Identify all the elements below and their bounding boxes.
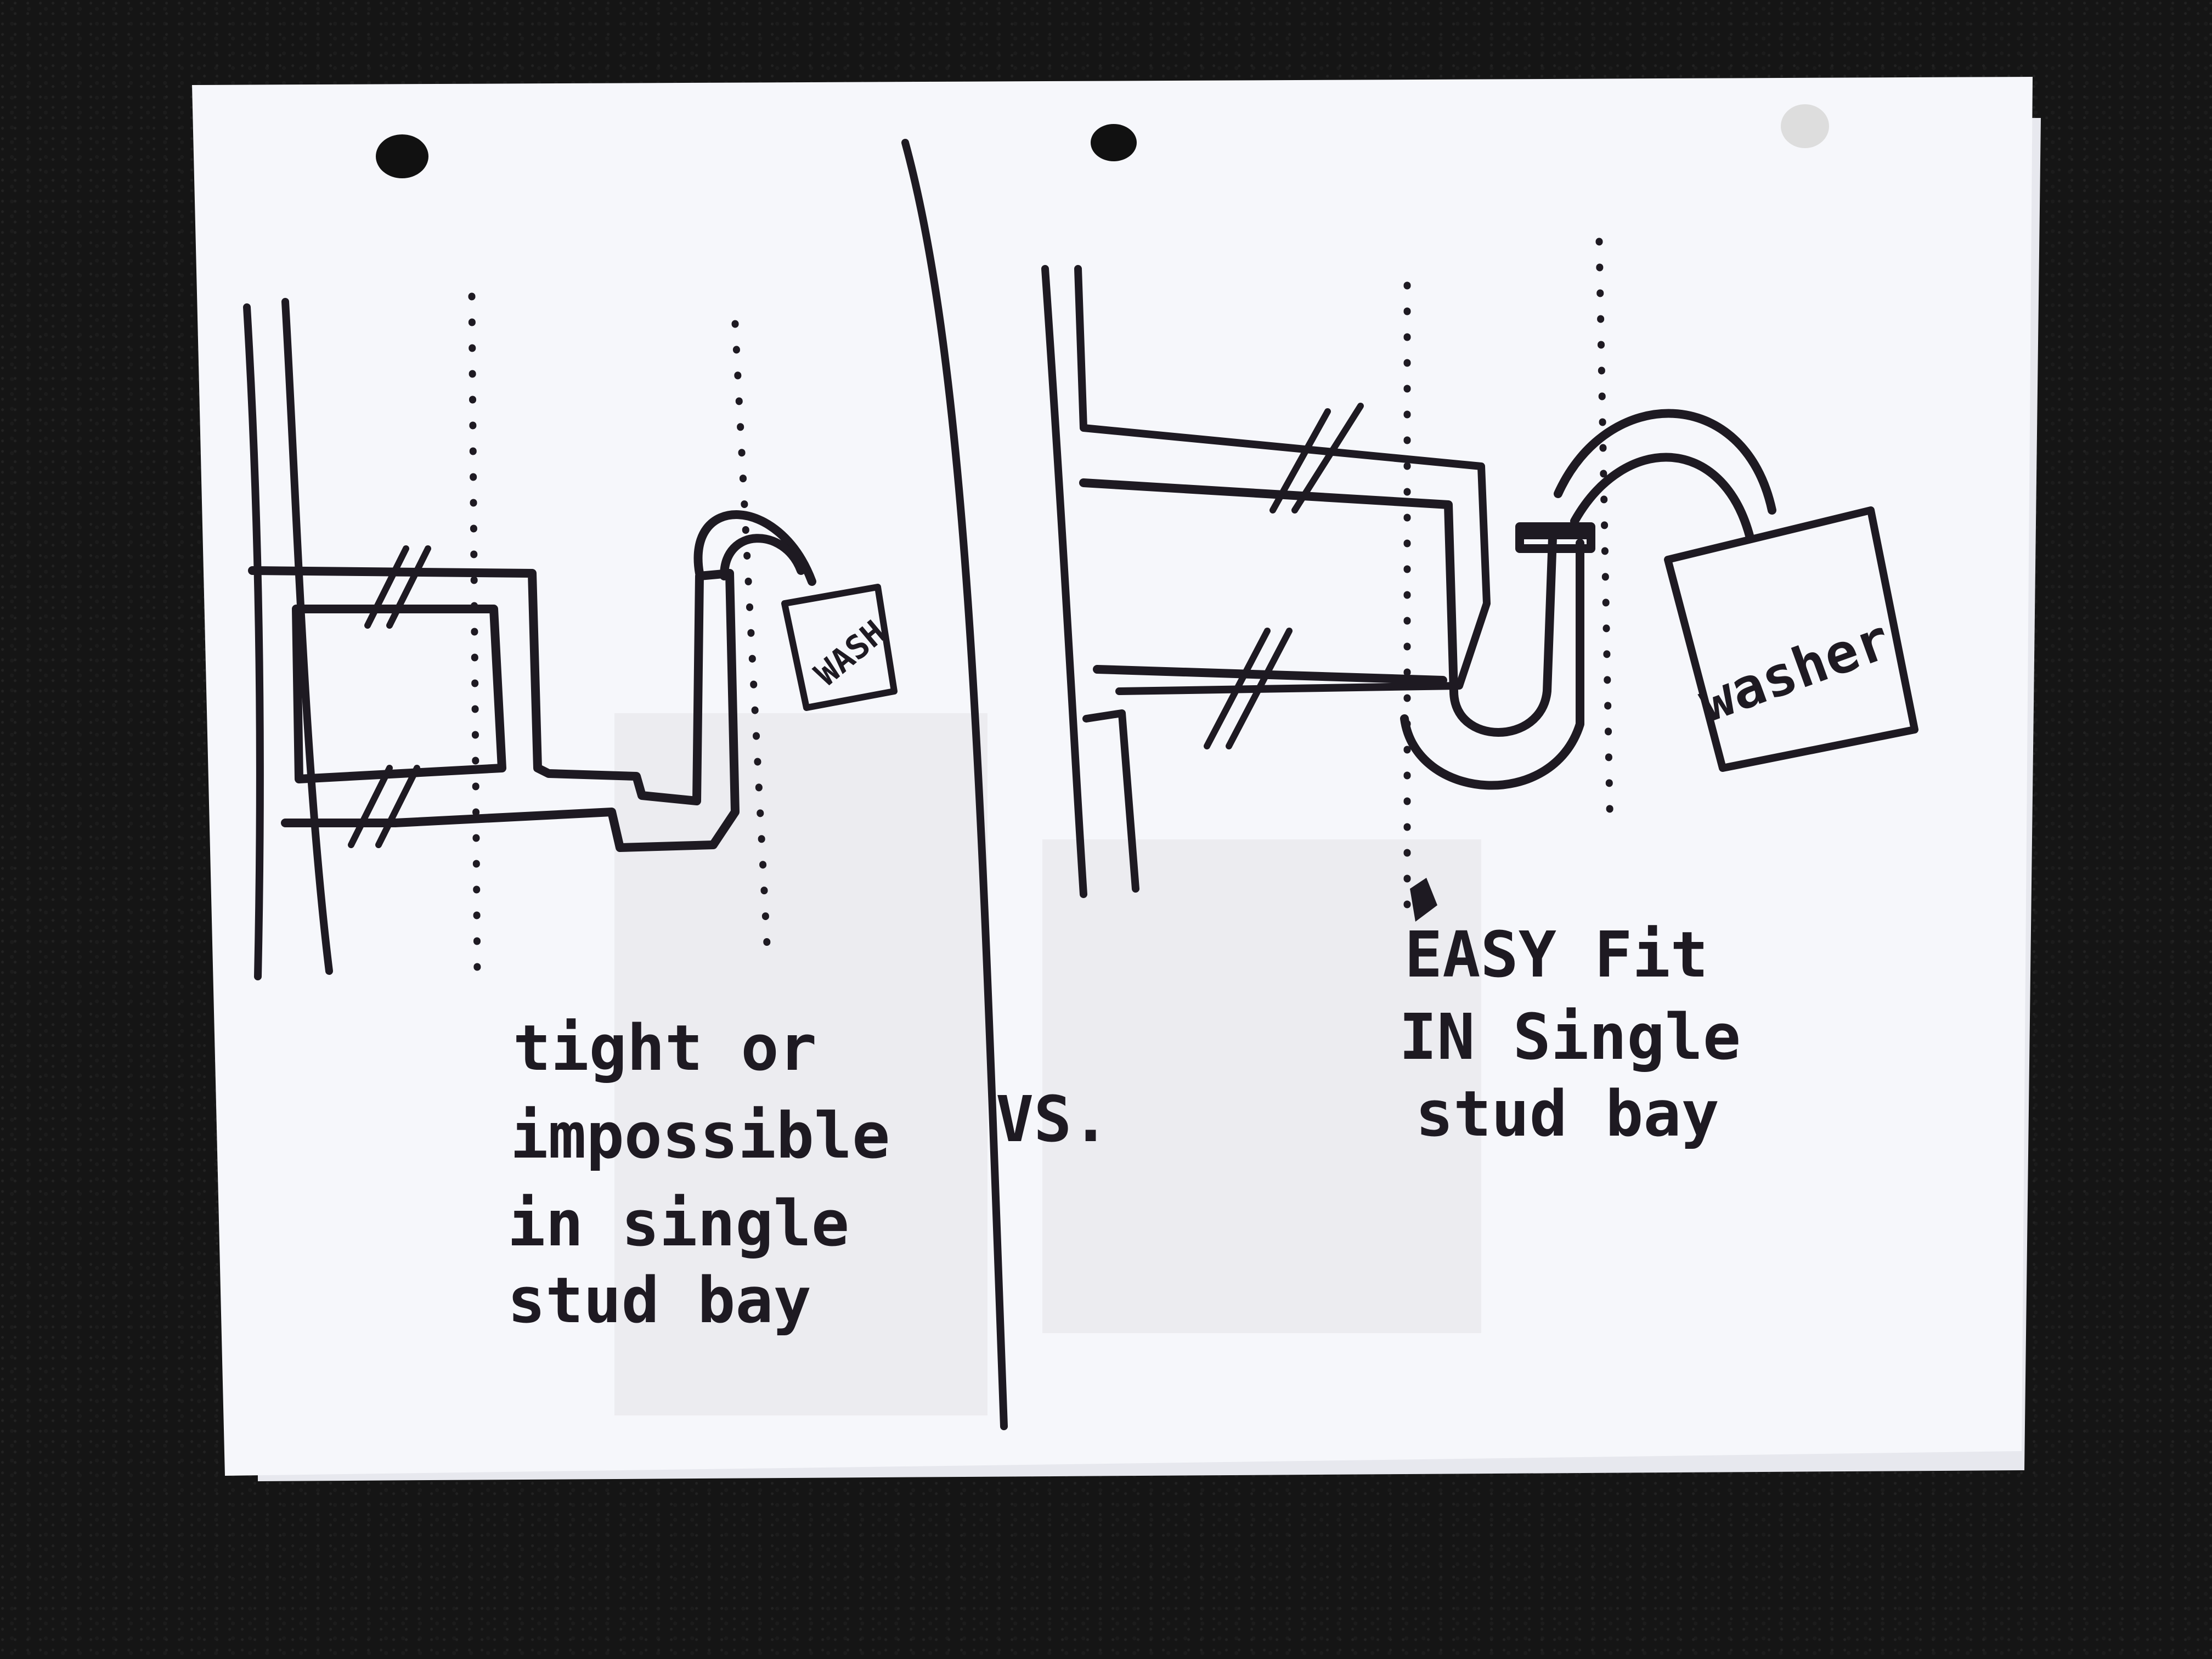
show-through-print	[614, 713, 988, 1415]
right-caption-line-1: EASY Fit	[1404, 918, 1708, 992]
left-caption: tight or impossible in single stud bay	[507, 1012, 890, 1338]
left-stud-dotted-line	[468, 292, 772, 980]
paper-stack	[192, 77, 2041, 1481]
left-caption-line-1: tight or	[513, 1012, 817, 1085]
binder-hole-middle	[1091, 124, 1137, 161]
right-drain-pipe	[1079, 409, 1776, 790]
right-pipe-coupling	[1515, 522, 1595, 553]
left-sketch: WASH tight or impossible in single stud …	[243, 292, 898, 1338]
left-drain-pipe	[248, 510, 816, 852]
vs-label: VS.	[996, 1083, 1110, 1156]
left-wall-line	[243, 303, 264, 980]
right-stud-dotted-line	[1403, 238, 1614, 909]
left-caption-line-3: in single	[507, 1187, 849, 1261]
left-pipe-break-marks	[348, 545, 431, 848]
left-caption-line-4: stud bay	[507, 1264, 811, 1338]
ink-blot	[1410, 878, 1437, 922]
left-wall-line	[281, 298, 333, 975]
binder-hole-right	[1781, 104, 1829, 148]
right-wall-line	[1082, 709, 1139, 893]
right-sketch: washer EASY Fit IN Single stud bay	[1041, 238, 1918, 1151]
right-pipe-break-marks	[1204, 403, 1364, 749]
show-through-print	[1042, 839, 1481, 1333]
right-caption-line-2: IN Single	[1399, 1001, 1741, 1074]
right-wall-line	[1074, 265, 1491, 695]
divider-line	[901, 139, 1008, 1430]
right-caption-line-3: stud bay	[1415, 1077, 1719, 1151]
binder-hole-left	[376, 134, 428, 178]
left-caption-line-2: impossible	[510, 1099, 890, 1173]
right-caption: EASY Fit IN Single stud bay	[1399, 918, 1741, 1151]
right-wall-line	[1041, 265, 1087, 898]
